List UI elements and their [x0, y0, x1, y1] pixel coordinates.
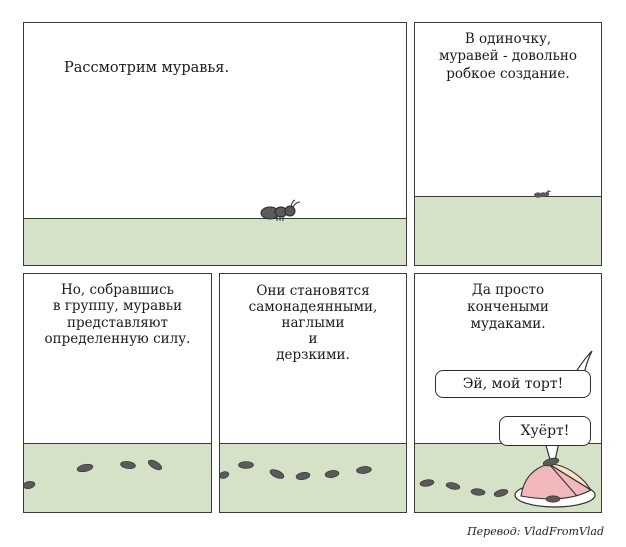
ant-icon [534, 189, 551, 198]
speech-text-human: Эй, мой торт! [462, 376, 564, 392]
panel-2-caption: В одиночку, муравей - довольно робкое со… [438, 31, 578, 82]
comic-panel-5: Да просто кончеными мудаками. Эй, мой то… [414, 273, 602, 513]
speech-tail-human [573, 350, 593, 375]
comic-panel-4: Они становятся самонадеянными, наглыми и… [219, 273, 407, 513]
translation-credit: Перевод: VladFromVlad [467, 525, 604, 538]
ground [24, 218, 406, 265]
ground [415, 196, 601, 265]
panel-3-caption: Но, собравшись в группу, муравьи предста… [44, 282, 191, 348]
comic-panel-1: Рассмотрим муравья. [23, 22, 407, 266]
cake-on-plate-icon [419, 457, 596, 508]
comic-panel-2: В одиночку, муравей - довольно робкое со… [414, 22, 602, 266]
speech-bubble-ant: Хуёрт! [499, 416, 591, 446]
speech-text-ant: Хуёрт! [520, 423, 570, 439]
ground [220, 443, 406, 512]
panel-1-caption: Рассмотрим муравья. [64, 60, 230, 76]
speech-bubble-human: Эй, мой торт! [435, 370, 591, 398]
comic-panel-3: Но, собравшись в группу, муравьи предста… [23, 273, 212, 513]
ant-group-icon [24, 459, 163, 489]
ground [24, 443, 211, 512]
ant-group-icon [220, 461, 372, 480]
ant-icon [260, 199, 301, 221]
panel-5-caption: Да просто кончеными мудаками. [467, 282, 549, 332]
panel-4-caption: Они становятся самонадеянными, наглыми и… [248, 283, 378, 363]
